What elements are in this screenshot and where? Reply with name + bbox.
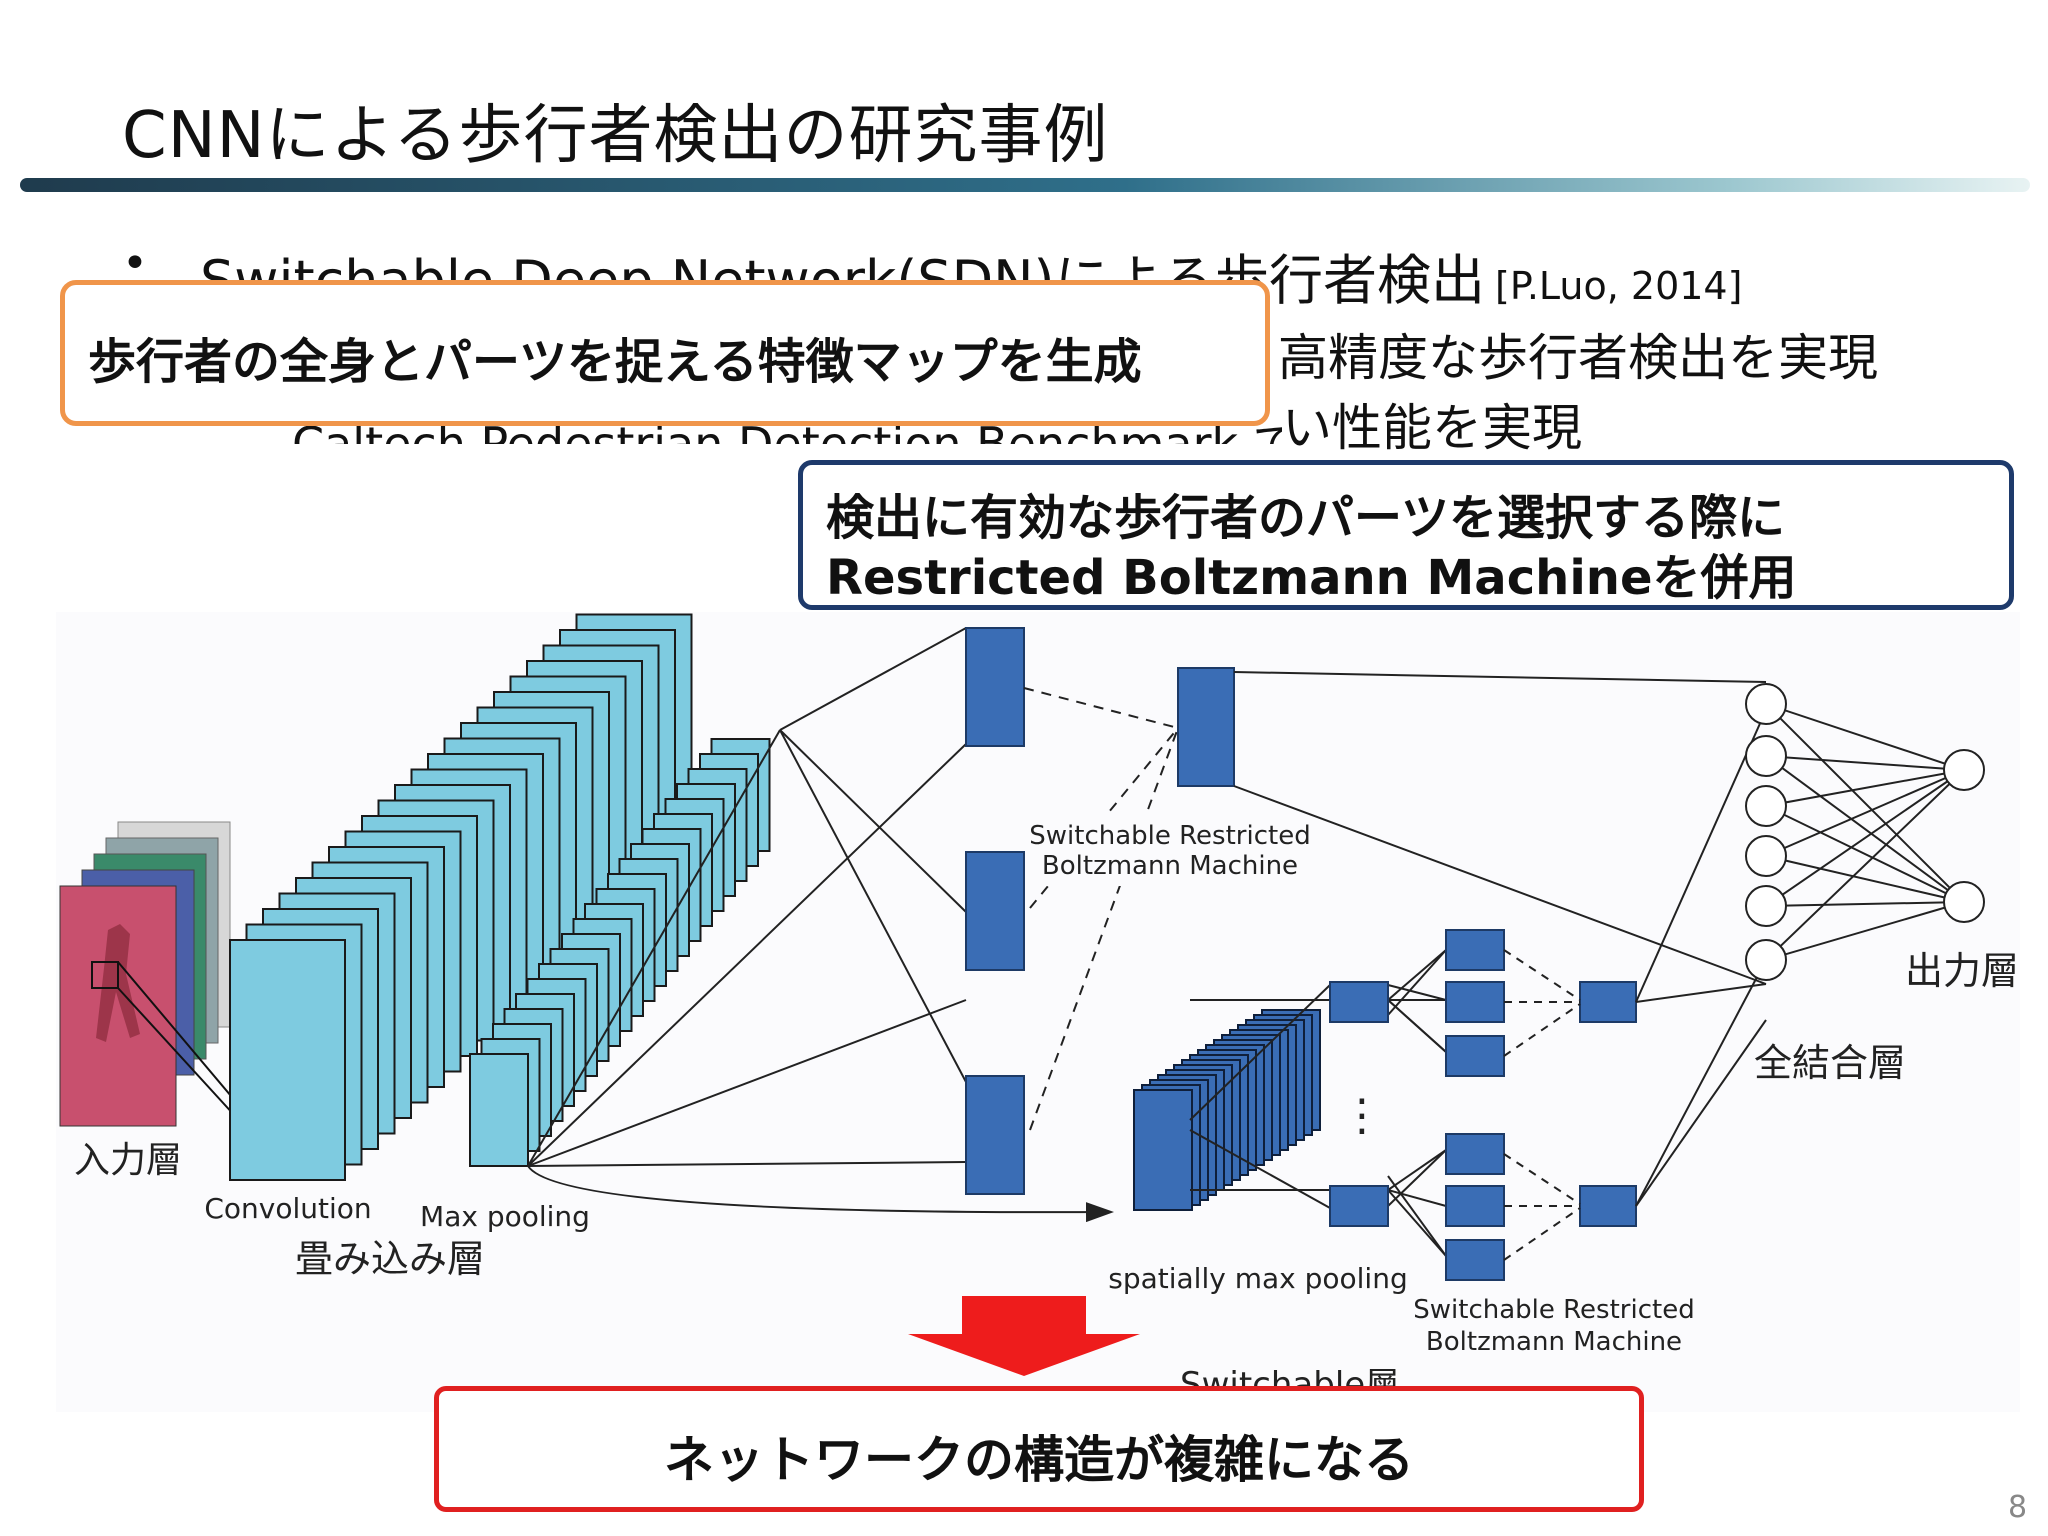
- selected-part-unit: [1177, 667, 1235, 787]
- input-image-stack: [59, 821, 259, 1129]
- convolution-feature-maps: [229, 613, 693, 1181]
- conv-feature-map: [229, 939, 346, 1181]
- callout-blue-line1: 検出に有効な歩行者のパーツを選択する際に: [826, 490, 1786, 546]
- fc-node: [1745, 885, 1787, 927]
- sub-bullet-1-visible: 高精度な歩行者検出を実現: [1278, 329, 1878, 387]
- callout-blue-line2: Restricted Boltzmann Machineを併用: [826, 550, 1797, 606]
- convolution-label: Convolution: [204, 1192, 371, 1225]
- srbm-top-label-line2: Boltzmann Machine: [1042, 851, 1298, 881]
- fc-node: [1745, 785, 1787, 827]
- citation: [P.Luo, 2014]: [1495, 264, 1743, 308]
- output-layer-label: 出力層: [1905, 949, 2019, 993]
- conclusion-text: ネットワークの構造が複雑になる: [664, 1431, 1414, 1489]
- max-pooling-label: Max pooling: [420, 1200, 590, 1233]
- part-unit-1: [965, 627, 1025, 747]
- part-detectors: [965, 627, 1025, 1195]
- spatial-pool-label: spatially max pooling: [1108, 1262, 1407, 1295]
- input-pedestrian-image: [59, 885, 177, 1127]
- fc-output-edge: [1765, 769, 1965, 857]
- vertical-ellipsis: ⋮: [1340, 1090, 1384, 1141]
- switchable-dashed: [1503, 949, 1581, 1261]
- callout-blue-box: [798, 460, 2014, 610]
- fc-layer-label: 全結合層: [1754, 1041, 1906, 1085]
- fc-output-edge: [1765, 769, 1965, 961]
- pool-feature-map: [469, 1053, 529, 1167]
- srbm-top-label-line1: Switchable Restricted: [1029, 821, 1310, 851]
- page-number: 8: [2008, 1490, 2028, 1525]
- fc-output-edge: [1765, 769, 1965, 907]
- fc-output-edge: [1765, 855, 1965, 903]
- input-layer-label: 入力層: [74, 1140, 182, 1181]
- sub-bullet-2-visible: い性能を実現: [1282, 399, 1582, 457]
- fc-node: [1745, 735, 1787, 777]
- fc-output-edge: [1765, 703, 1965, 903]
- maxpool-feature-maps: [469, 738, 771, 1167]
- switchable-units: [1329, 929, 1637, 1281]
- conv-layer-label: 畳み込み層: [295, 1237, 485, 1281]
- down-arrow-icon: [908, 1296, 1140, 1376]
- spatial-max-pooling-block: [1133, 1009, 1321, 1211]
- part-unit-3: [965, 1075, 1025, 1195]
- srbm-top-label-bg: [1034, 816, 1306, 886]
- title-divider: [20, 178, 2030, 192]
- fc-output-edge: [1765, 755, 1965, 903]
- switchable-connections: [1189, 949, 1447, 1257]
- srbm-dashed-connections: [1023, 687, 1179, 1131]
- fc-output-edge: [1765, 901, 1965, 961]
- fc-output-edge: [1765, 703, 1965, 771]
- part-unit-2: [965, 851, 1025, 971]
- conclusion-box: [434, 1386, 1644, 1512]
- fc-node: [1745, 939, 1787, 981]
- srbm-bottom-label-line2: Boltzmann Machine: [1426, 1327, 1682, 1357]
- output-layer-nodes: [1943, 749, 1985, 923]
- slide-title: CNNによる歩行者検出の研究事例: [122, 99, 1109, 173]
- fc-output-edge: [1765, 769, 1965, 807]
- srbm-bottom-label-line1: Switchable Restricted: [1413, 1295, 1694, 1325]
- spatial-feature-slice: [1133, 1089, 1193, 1211]
- receptive-field-box: [91, 961, 119, 989]
- fc-node: [1745, 683, 1787, 725]
- pool-to-part-connections: [527, 627, 1114, 1223]
- fc-layer-nodes: [1745, 683, 1787, 981]
- callout-orange-text: 歩行者の全身とパーツを捉える特徴マップを生成: [88, 334, 1142, 390]
- fc-to-output-connections: [1765, 703, 1965, 961]
- fc-output-edge: [1765, 755, 1965, 771]
- fc-output-edge: [1765, 901, 1965, 907]
- fc-connections: [1233, 671, 1767, 1207]
- fc-node: [1745, 835, 1787, 877]
- fc-output-edge: [1765, 805, 1965, 903]
- callout-orange-box: [60, 280, 1270, 426]
